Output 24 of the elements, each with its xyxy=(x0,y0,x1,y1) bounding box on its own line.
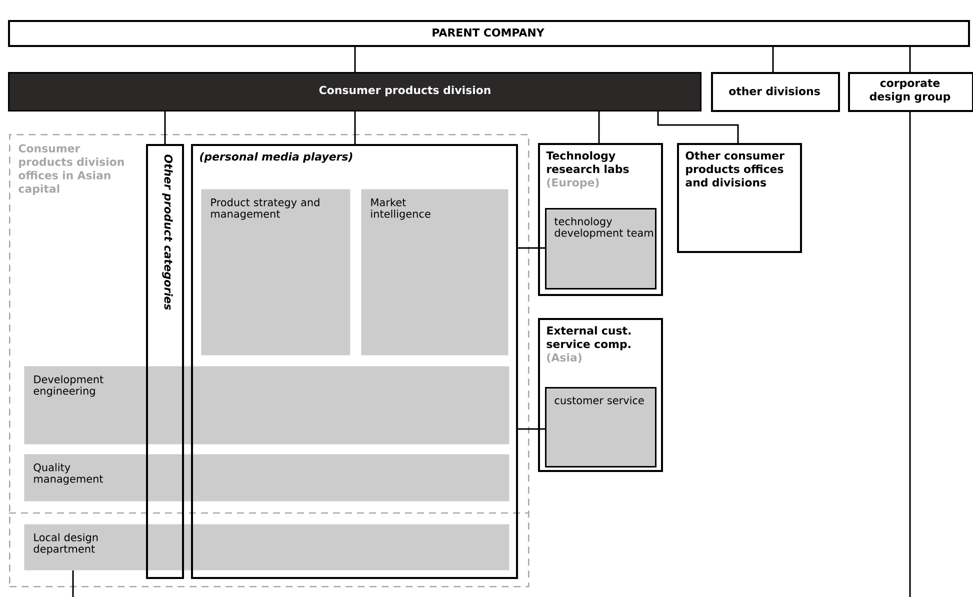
connector-line xyxy=(354,112,356,144)
connector-line xyxy=(518,428,545,430)
connector-line xyxy=(772,47,774,72)
column-box: Other product categories xyxy=(146,144,184,579)
connector-line xyxy=(909,112,911,597)
header-box: PARENT COMPANY xyxy=(8,20,970,47)
connector-line xyxy=(518,247,545,249)
department-band: Quality management xyxy=(24,454,510,502)
connector-line xyxy=(657,112,739,143)
connector-line xyxy=(598,112,600,143)
team-box: customer service xyxy=(545,387,656,468)
connector-line xyxy=(354,47,356,72)
unit-box: other divisions xyxy=(711,72,840,112)
department-box: Market intelligence xyxy=(361,189,508,356)
unit-box: Other consumer products offices and divisions xyxy=(677,143,802,253)
connector-line xyxy=(72,570,74,597)
team-box: technology development team xyxy=(545,208,656,290)
department-box: Product strategy and management xyxy=(201,189,350,356)
department-band: Development engineering xyxy=(24,366,510,444)
department-band: Local design department xyxy=(24,524,510,570)
connector-line xyxy=(909,47,911,72)
connector-line xyxy=(164,112,166,144)
unit-box: corporate design group xyxy=(848,72,973,112)
division-bar: Consumer products division xyxy=(8,72,702,112)
